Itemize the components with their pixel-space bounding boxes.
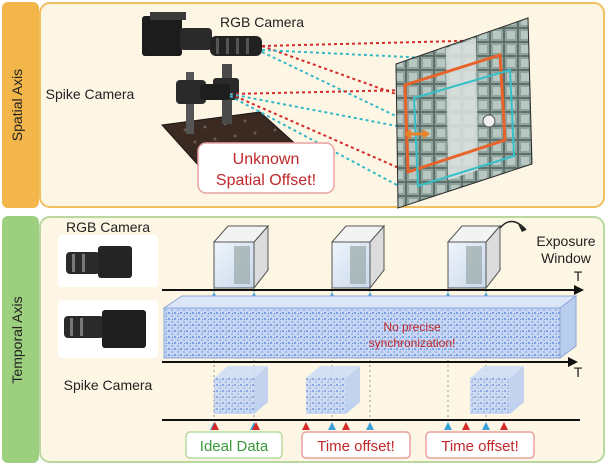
no-sync-line-1: No precise bbox=[383, 320, 441, 334]
exposure-pointer bbox=[499, 220, 527, 231]
exposure-pointer-head bbox=[518, 224, 526, 232]
spike-clip-1 bbox=[214, 366, 268, 414]
spike-field-of-view-frame bbox=[412, 68, 516, 188]
ideal-data-badge bbox=[185, 431, 283, 459]
rgb-camera-label: RGB Camera bbox=[220, 14, 304, 30]
exposure-label-line-2: Window bbox=[541, 250, 592, 266]
spike-time-axis-label: T bbox=[574, 364, 583, 380]
rgb-camera-thumb-icon bbox=[66, 246, 132, 278]
time-offset-label-1: Time offset! bbox=[317, 438, 395, 455]
exposure-window-2 bbox=[330, 224, 386, 290]
rgb-camera-icon bbox=[142, 12, 262, 56]
ideal-data-label: Ideal Data bbox=[200, 438, 269, 455]
temporal-panel: Temporal Axis RGB Camera Spike Camera bbox=[2, 216, 605, 463]
spike-camera-icon bbox=[176, 80, 230, 104]
exposure-window-3 bbox=[446, 224, 502, 290]
rgb-camera-temporal-label: RGB Camera bbox=[66, 219, 150, 235]
spatial-axis-tab bbox=[2, 2, 39, 208]
callout-line-2: Spatial Offset! bbox=[216, 172, 316, 189]
scene-object bbox=[482, 114, 496, 128]
exposure-label-line-1: Exposure bbox=[536, 233, 595, 249]
spike-clip-3 bbox=[470, 366, 524, 414]
time-offset-badge-2 bbox=[425, 431, 535, 459]
spike-camera-temporal-label: Spike Camera bbox=[64, 377, 153, 393]
offset-arrow-icon bbox=[404, 129, 430, 139]
exposure-window-1 bbox=[212, 224, 270, 290]
spike-clip-2 bbox=[306, 366, 360, 414]
rgb-time-axis-arrow bbox=[574, 285, 584, 295]
time-offset-badge-1 bbox=[301, 431, 411, 459]
spike-time-axis-arrow bbox=[568, 357, 578, 367]
rgb-time-axis-label: T bbox=[574, 268, 583, 284]
spatial-axis-label: Spatial Axis bbox=[9, 69, 25, 141]
bottom-spike-markers bbox=[211, 422, 508, 430]
callout-line-1: Unknown bbox=[233, 151, 300, 168]
scene-image bbox=[395, 17, 533, 209]
spike-camera-thumb-icon bbox=[64, 310, 146, 348]
temporal-axis-tab bbox=[2, 216, 39, 463]
temporal-axis-label: Temporal Axis bbox=[9, 296, 25, 383]
spatial-panel: Spatial Axis RGB Camera Spike Camera bbox=[2, 2, 605, 209]
spike-stream-cuboid bbox=[162, 295, 578, 359]
time-offset-label-2: Time offset! bbox=[441, 438, 519, 455]
spatial-offset-callout bbox=[197, 142, 335, 194]
no-sync-line-2: synchronization! bbox=[369, 336, 456, 350]
rgb-field-of-view-frame bbox=[403, 52, 507, 175]
spike-camera-label: Spike Camera bbox=[46, 86, 135, 102]
